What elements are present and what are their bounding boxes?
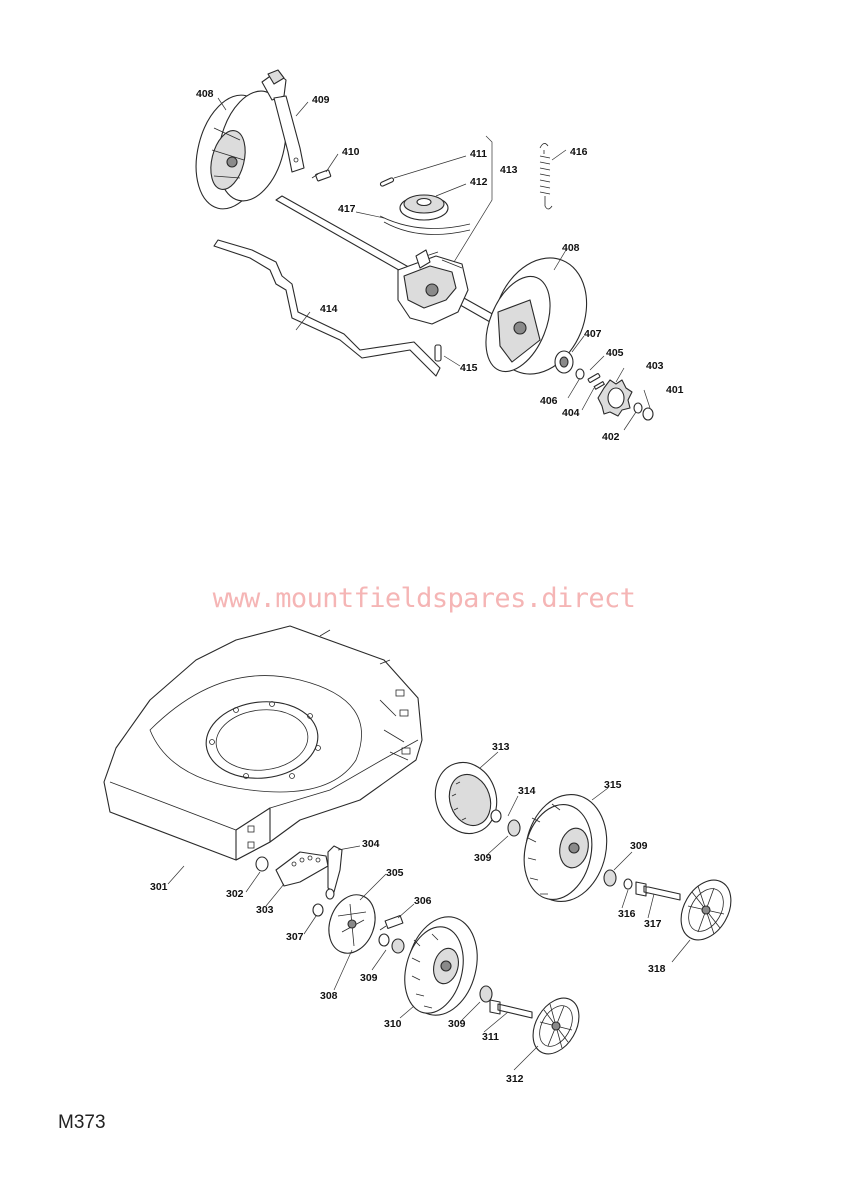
bolt-410	[311, 169, 332, 182]
label-304: 304	[362, 838, 380, 850]
label-305: 305	[386, 867, 404, 879]
bearing-309-c	[479, 985, 493, 1003]
label-307: 307	[286, 931, 304, 943]
clip-401	[642, 407, 654, 421]
height-adjust-bar-414	[213, 239, 441, 377]
label-310: 310	[384, 1018, 402, 1030]
height-lever-bracket	[261, 69, 305, 173]
page-code: M373	[58, 1112, 106, 1133]
bush-307	[312, 903, 324, 917]
label-407: 407	[584, 328, 602, 340]
pin-404	[593, 381, 605, 390]
label-405: 405	[606, 347, 624, 359]
rear-wheel-315	[523, 793, 608, 903]
label-411: 411	[470, 148, 487, 160]
drive-axle	[275, 195, 497, 323]
label-401: 401	[666, 384, 684, 396]
bearing-309-d	[507, 819, 521, 837]
label-408-upper-left: 408	[196, 88, 214, 100]
label-412: 412	[470, 176, 488, 188]
label-317: 317	[644, 918, 662, 930]
spring-416	[539, 143, 553, 210]
bearing-309-e	[603, 869, 617, 887]
mower-deck-301	[103, 625, 423, 861]
label-316: 316	[618, 908, 636, 920]
bearing-309-a	[378, 933, 390, 947]
washer-314	[490, 809, 502, 823]
upper-leader-lines	[217, 97, 651, 431]
label-309-left: 309	[360, 972, 378, 984]
label-402: 402	[602, 431, 620, 443]
lever-304	[325, 845, 343, 900]
bearing-407	[554, 350, 574, 374]
pin-411	[379, 177, 395, 187]
label-313: 313	[492, 741, 510, 753]
label-410: 410	[342, 146, 360, 158]
label-413: 413	[500, 164, 518, 176]
label-315: 315	[604, 779, 622, 791]
label-318: 318	[648, 963, 666, 975]
hubcap-312	[532, 997, 580, 1055]
label-309-upper-right: 309	[630, 840, 648, 852]
gearbox-413	[397, 249, 469, 325]
label-312: 312	[506, 1073, 524, 1085]
label-309-mid: 309	[474, 852, 492, 864]
bolt-306	[379, 914, 404, 931]
washer-316	[623, 878, 633, 890]
label-404: 404	[562, 407, 580, 419]
pinion-403	[597, 379, 633, 417]
label-403: 403	[646, 360, 664, 372]
axle-bolt-317	[635, 881, 681, 901]
wheel-bracket-305	[328, 894, 376, 954]
axle-bolt-311	[489, 999, 533, 1019]
bush-302	[255, 856, 269, 872]
label-409: 409	[312, 94, 330, 106]
lower-leader-lines	[167, 751, 691, 1071]
washer-406	[575, 368, 585, 380]
label-406: 406	[540, 395, 558, 407]
wheel-ring-313	[434, 761, 498, 835]
bearing-309-b	[391, 938, 405, 954]
pin-415	[434, 344, 442, 362]
label-314: 314	[518, 785, 536, 797]
hubcap-318	[680, 879, 732, 941]
label-309-bottom: 309	[448, 1018, 466, 1030]
label-417: 417	[338, 203, 356, 215]
label-303: 303	[256, 904, 274, 916]
label-306: 306	[414, 895, 432, 907]
label-311: 311	[482, 1031, 499, 1043]
belt-417	[379, 215, 471, 235]
label-415: 415	[460, 362, 478, 374]
washer-402	[633, 402, 643, 414]
key-405	[587, 373, 601, 383]
label-408-upper-right: 408	[562, 242, 580, 254]
label-302: 302	[226, 888, 244, 900]
height-plate-303	[275, 851, 329, 887]
label-301: 301	[150, 881, 168, 893]
front-wheel-310	[404, 916, 478, 1016]
pulley-412	[399, 194, 449, 221]
rear-wheel-left	[195, 90, 287, 210]
label-416: 416	[570, 146, 588, 158]
label-414: 414	[320, 303, 338, 315]
watermark-text: www.mountfieldspares.direct	[212, 583, 636, 614]
rear-wheel-right	[485, 257, 588, 375]
label-308: 308	[320, 990, 338, 1002]
